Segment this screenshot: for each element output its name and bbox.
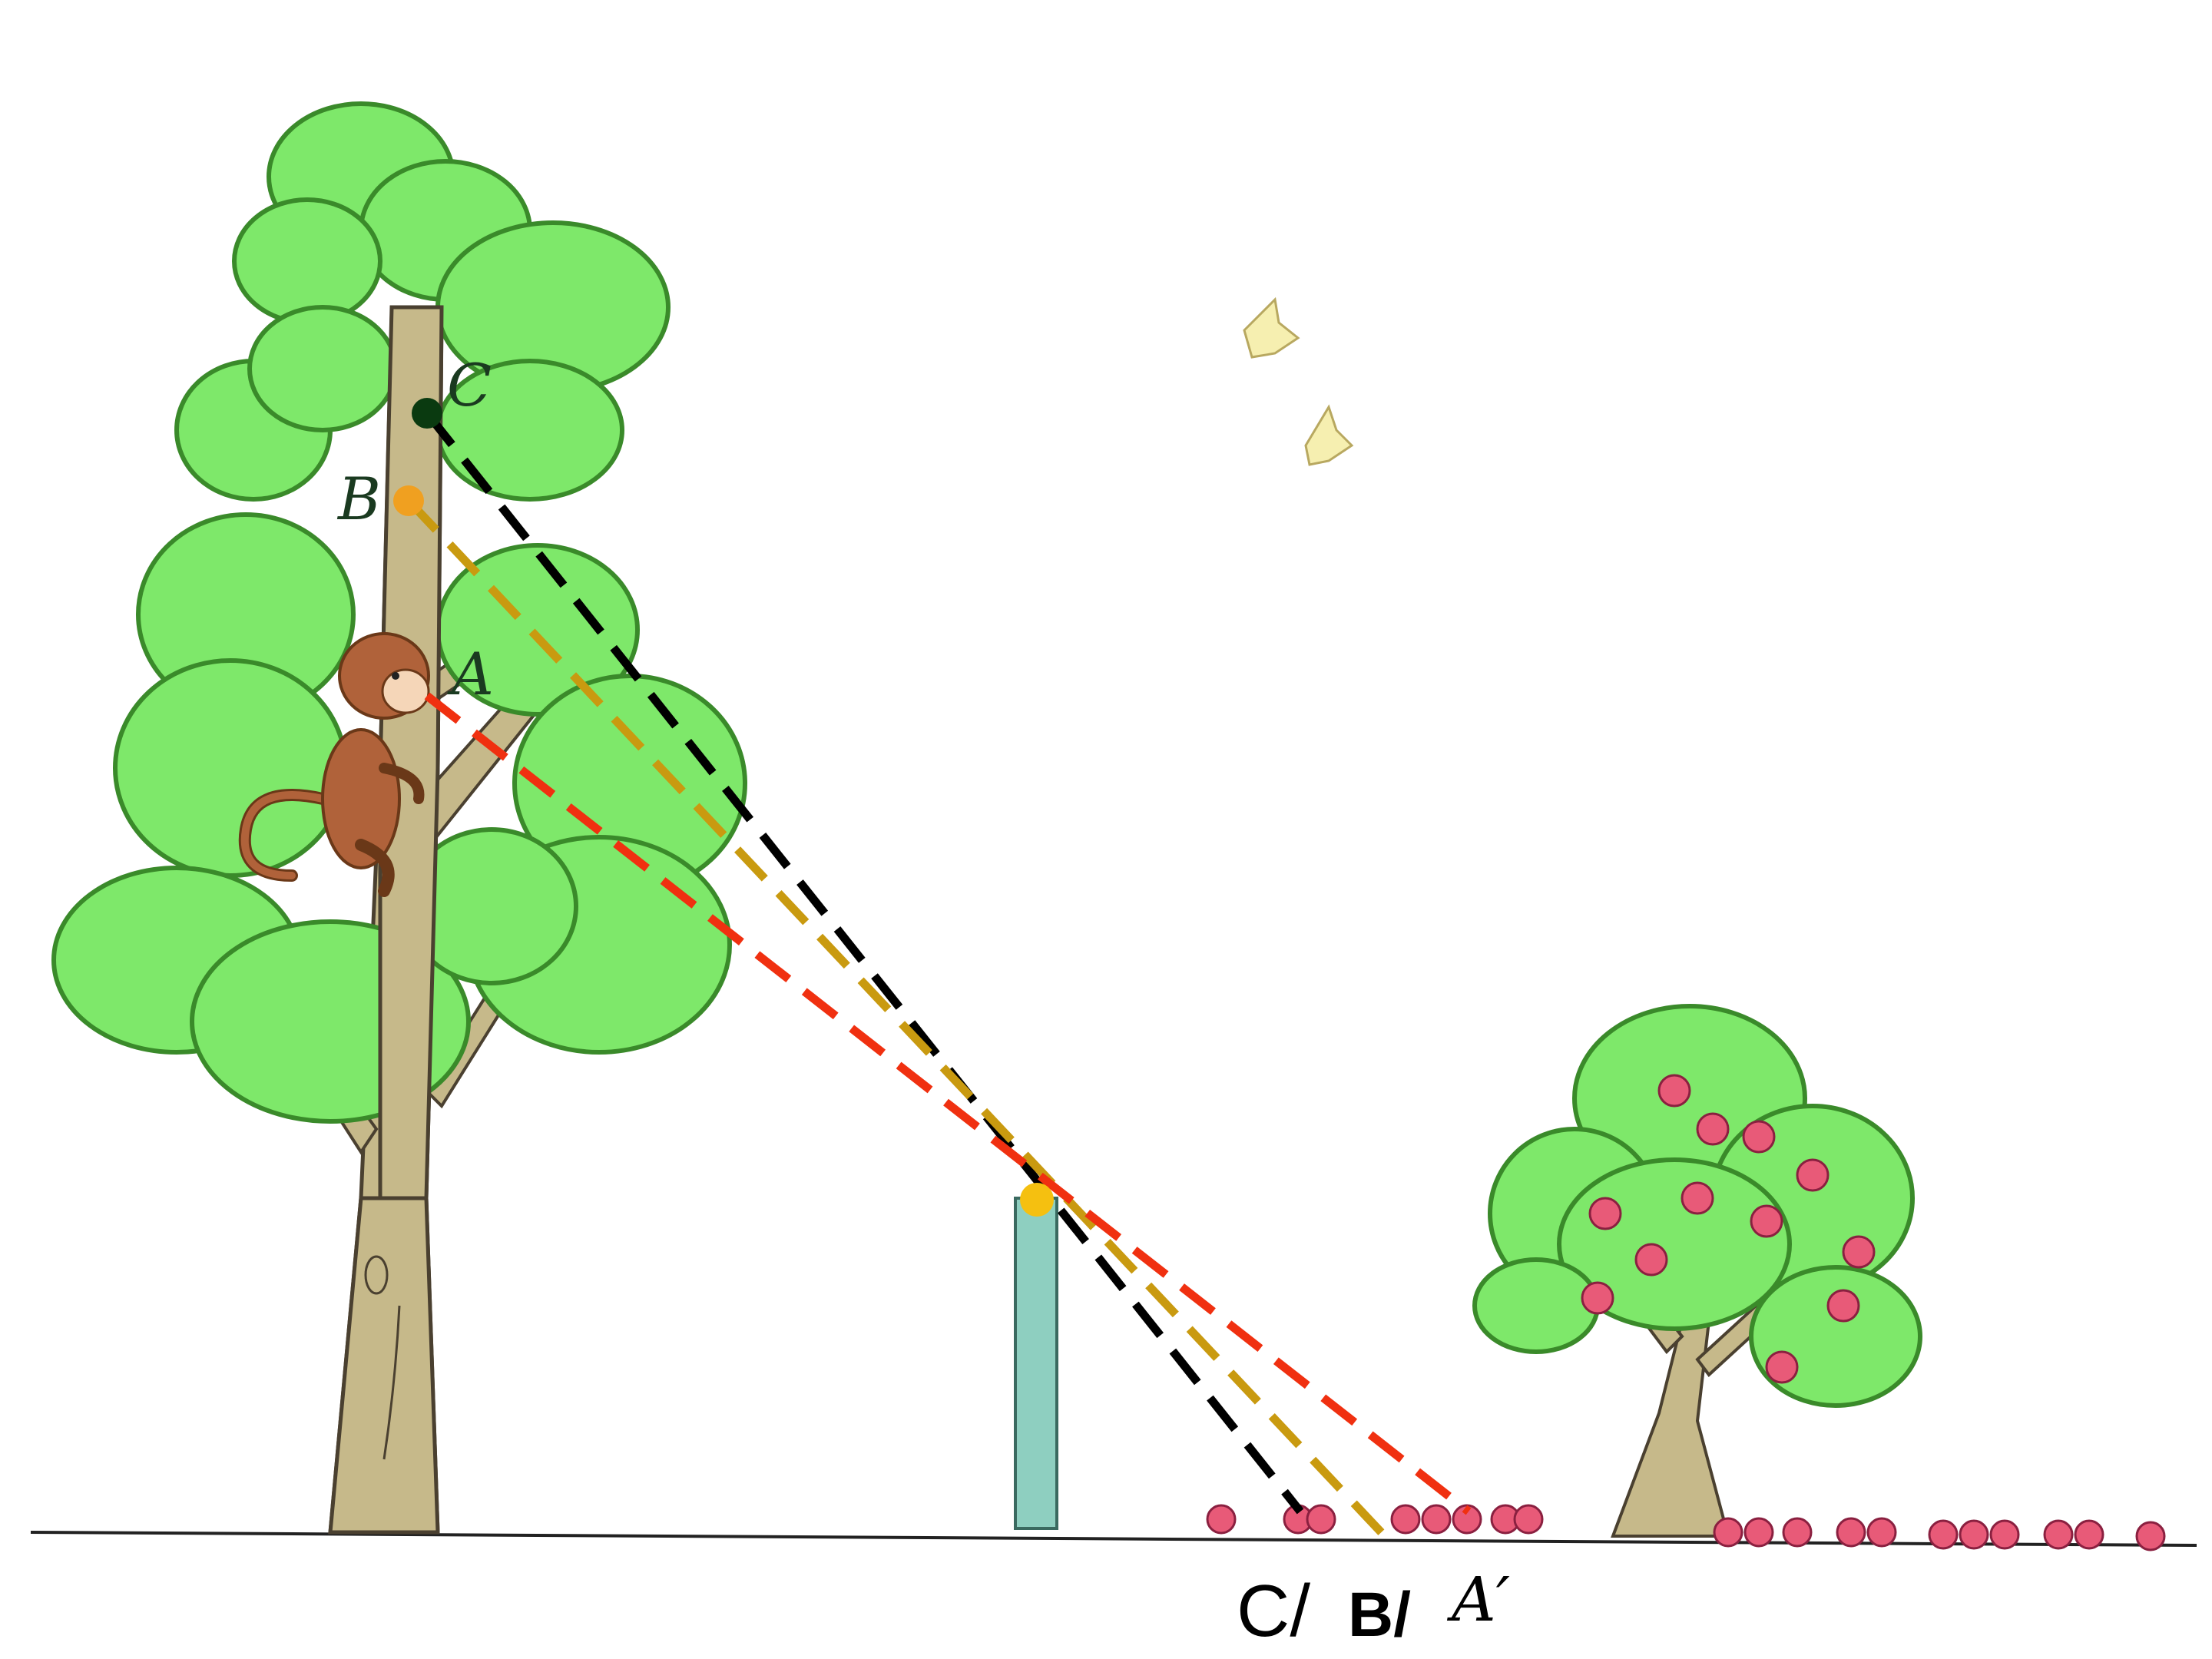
ground-line: [30, 1531, 2197, 1547]
label-ground-b: B/: [1348, 1580, 1411, 1650]
label-point-c: C: [447, 351, 492, 419]
apple-tree-icon: [1472, 1004, 1922, 1538]
ray-a: [424, 692, 1472, 1515]
point-c-dot: [412, 398, 442, 429]
monkey-icon: [238, 632, 430, 897]
ground-apples: [1206, 1504, 2166, 1551]
lamp-post-icon: [1014, 1197, 1058, 1530]
bird-icon: [1243, 296, 1354, 466]
label-point-a: A: [447, 640, 494, 708]
label-point-b: B: [336, 465, 381, 533]
label-ground-a: A′: [1446, 1564, 1510, 1635]
lamp-dot: [1020, 1183, 1054, 1217]
ray-c: [423, 410, 1304, 1515]
tree-icon: [51, 101, 747, 1535]
point-b-dot: [393, 485, 424, 516]
label-ground-c: C/: [1237, 1570, 1310, 1652]
